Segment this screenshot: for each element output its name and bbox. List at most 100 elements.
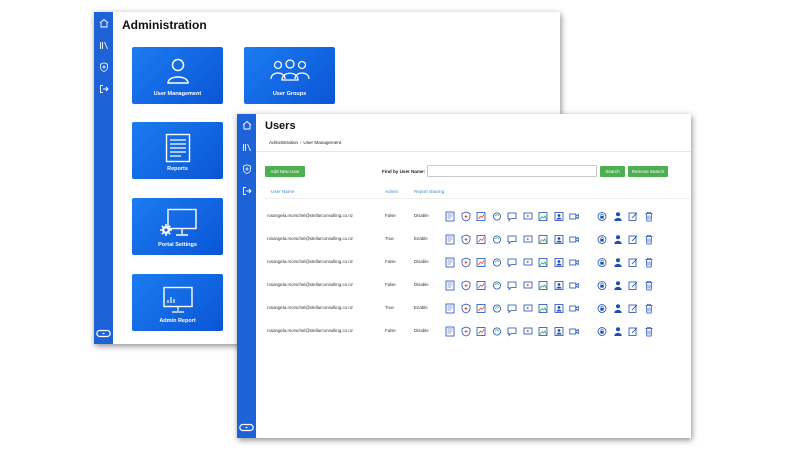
shield-icon[interactable] bbox=[461, 209, 471, 222]
user-icon[interactable] bbox=[613, 232, 623, 244]
column-header-report-sharing[interactable]: Report sharing bbox=[414, 189, 445, 194]
gallery-icon[interactable] bbox=[538, 232, 548, 244]
shield-icon[interactable] bbox=[461, 232, 471, 245]
slideshow-icon[interactable] bbox=[523, 232, 533, 243]
slideshow-icon[interactable] bbox=[523, 209, 533, 220]
edit-icon[interactable] bbox=[628, 255, 638, 267]
shield-icon[interactable] bbox=[461, 324, 471, 337]
lock-user-icon[interactable] bbox=[597, 278, 607, 290]
edit-icon[interactable] bbox=[628, 209, 638, 221]
message-icon[interactable] bbox=[507, 301, 517, 314]
report-icon[interactable] bbox=[445, 232, 455, 245]
user-icon[interactable] bbox=[613, 324, 623, 336]
trash-icon[interactable] bbox=[644, 255, 654, 268]
user-icon[interactable] bbox=[613, 209, 623, 221]
user-card-icon[interactable] bbox=[554, 232, 564, 244]
chart-share-icon[interactable] bbox=[476, 209, 486, 221]
sync-icon[interactable] bbox=[492, 301, 502, 313]
breadcrumb-item-administration[interactable]: Administration bbox=[269, 140, 299, 145]
lock-user-icon[interactable] bbox=[597, 255, 607, 267]
sync-icon[interactable] bbox=[492, 278, 502, 290]
edit-icon[interactable] bbox=[628, 232, 638, 244]
shield-icon[interactable] bbox=[240, 162, 253, 175]
slideshow-icon[interactable] bbox=[523, 278, 533, 289]
edit-icon[interactable] bbox=[628, 301, 638, 313]
sync-icon[interactable] bbox=[492, 324, 502, 336]
edit-icon[interactable] bbox=[628, 324, 638, 336]
chart-share-icon[interactable] bbox=[476, 232, 486, 244]
shield-icon[interactable] bbox=[461, 255, 471, 268]
gallery-icon[interactable] bbox=[538, 301, 548, 313]
video-icon[interactable] bbox=[569, 301, 579, 312]
user-card-icon[interactable] bbox=[554, 278, 564, 290]
chart-share-icon[interactable] bbox=[476, 301, 486, 313]
user-card-icon[interactable] bbox=[554, 209, 564, 221]
user-card-icon[interactable] bbox=[554, 324, 564, 336]
message-icon[interactable] bbox=[507, 232, 517, 245]
portal-settings-tile[interactable]: Portal Settings bbox=[132, 198, 223, 255]
report-icon[interactable] bbox=[445, 209, 455, 222]
trash-icon[interactable] bbox=[644, 324, 654, 337]
video-icon[interactable] bbox=[569, 209, 579, 220]
users-group-icon bbox=[269, 59, 310, 81]
video-icon[interactable] bbox=[569, 255, 579, 266]
lock-user-icon[interactable] bbox=[597, 232, 607, 244]
shield-icon[interactable] bbox=[461, 301, 471, 314]
shield-icon[interactable] bbox=[97, 60, 110, 73]
video-icon[interactable] bbox=[569, 324, 579, 335]
message-icon[interactable] bbox=[507, 255, 517, 268]
gallery-icon[interactable] bbox=[538, 255, 548, 267]
gallery-icon[interactable] bbox=[538, 209, 548, 221]
gallery-icon[interactable] bbox=[538, 324, 548, 336]
sync-icon[interactable] bbox=[492, 232, 502, 244]
user-card-icon[interactable] bbox=[554, 301, 564, 313]
message-icon[interactable] bbox=[507, 209, 517, 222]
lock-user-icon[interactable] bbox=[597, 209, 607, 221]
trash-icon[interactable] bbox=[644, 278, 654, 291]
remove-search-button[interactable]: Remove Search bbox=[628, 166, 668, 177]
slideshow-icon[interactable] bbox=[523, 301, 533, 312]
search-button[interactable]: Search bbox=[600, 166, 625, 177]
user-management-tile[interactable]: User Management bbox=[132, 47, 223, 104]
home-icon[interactable] bbox=[240, 118, 253, 131]
report-icon[interactable] bbox=[445, 324, 455, 337]
user-groups-tile[interactable]: User Groups bbox=[244, 47, 335, 104]
message-icon[interactable] bbox=[507, 278, 517, 291]
column-header-user-name[interactable]: User Name bbox=[271, 189, 295, 194]
trash-icon[interactable] bbox=[644, 209, 654, 222]
report-icon[interactable] bbox=[445, 255, 455, 268]
logout-icon[interactable] bbox=[240, 184, 253, 197]
slideshow-icon[interactable] bbox=[523, 255, 533, 266]
chart-share-icon[interactable] bbox=[476, 255, 486, 267]
slideshow-icon[interactable] bbox=[523, 324, 533, 335]
trash-icon[interactable] bbox=[644, 301, 654, 314]
shield-icon[interactable] bbox=[461, 278, 471, 291]
chart-share-icon[interactable] bbox=[476, 324, 486, 336]
lock-user-icon[interactable] bbox=[597, 301, 607, 313]
library-icon[interactable] bbox=[97, 38, 110, 51]
trash-icon[interactable] bbox=[644, 232, 654, 245]
gallery-icon[interactable] bbox=[538, 278, 548, 290]
library-icon[interactable] bbox=[240, 140, 253, 153]
logout-icon[interactable] bbox=[97, 82, 110, 95]
video-icon[interactable] bbox=[569, 278, 579, 289]
reports-tile[interactable]: Reports bbox=[132, 122, 223, 179]
user-icon[interactable] bbox=[613, 278, 623, 290]
admin-report-tile[interactable]: Admin Report bbox=[132, 274, 223, 331]
user-icon[interactable] bbox=[613, 255, 623, 267]
edit-icon[interactable] bbox=[628, 278, 638, 290]
add-new-user-button[interactable]: Add New User bbox=[265, 166, 305, 177]
message-icon[interactable] bbox=[507, 324, 517, 337]
home-icon[interactable] bbox=[97, 16, 110, 29]
lock-user-icon[interactable] bbox=[597, 324, 607, 336]
search-input[interactable] bbox=[427, 165, 597, 177]
user-card-icon[interactable] bbox=[554, 255, 564, 267]
sync-icon[interactable] bbox=[492, 209, 502, 221]
column-header-admin[interactable]: Admin bbox=[385, 189, 399, 194]
report-icon[interactable] bbox=[445, 301, 455, 314]
sync-icon[interactable] bbox=[492, 255, 502, 267]
chart-share-icon[interactable] bbox=[476, 278, 486, 290]
video-icon[interactable] bbox=[569, 232, 579, 243]
user-icon[interactable] bbox=[613, 301, 623, 313]
report-icon[interactable] bbox=[445, 278, 455, 291]
